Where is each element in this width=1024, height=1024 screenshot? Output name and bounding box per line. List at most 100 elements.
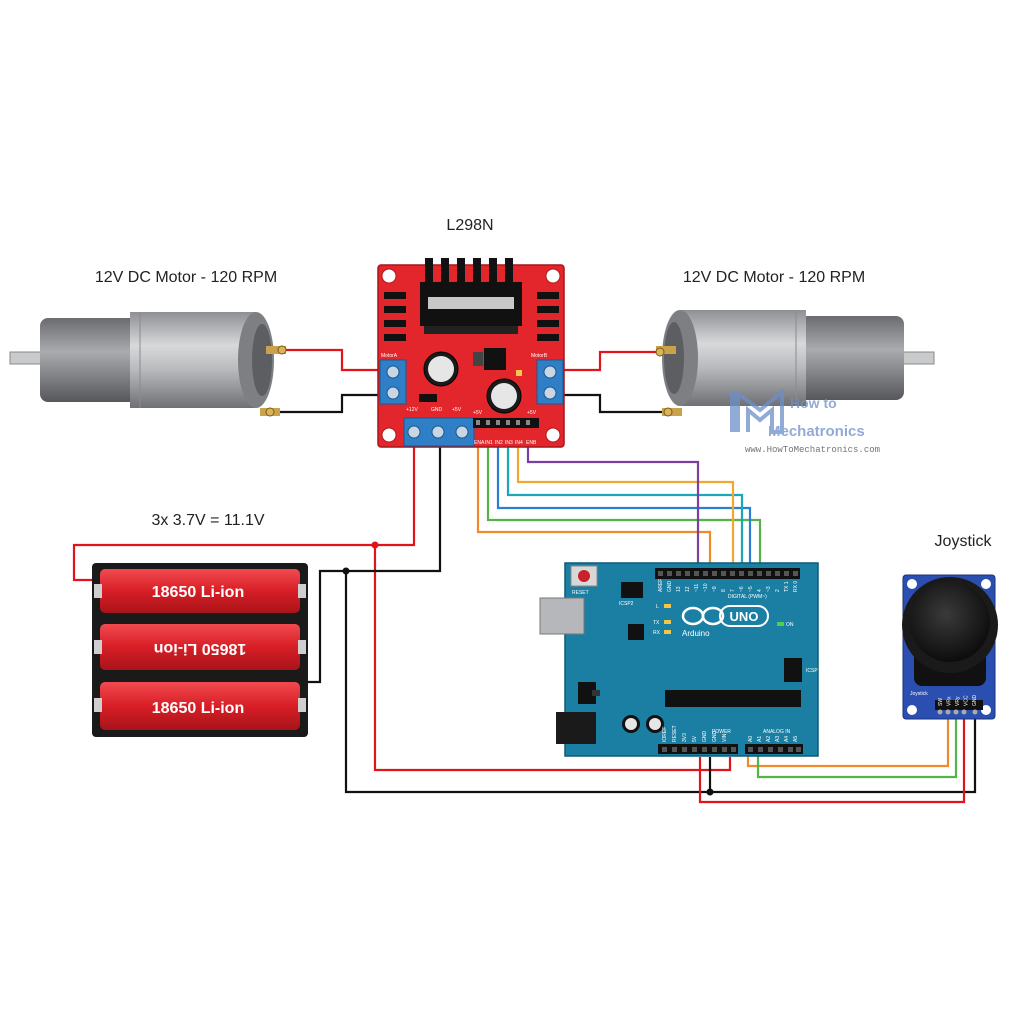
on-label: ON [786, 622, 794, 628]
pin-label: 7 [730, 589, 736, 592]
wire-battery-positive [72, 440, 416, 582]
wire-vry [756, 718, 958, 779]
wire-battery-negative [300, 440, 442, 684]
pin-label: 12 [685, 586, 691, 592]
wire-enb [526, 446, 700, 578]
motor-b-label: MotorB [531, 353, 548, 359]
pin-label: VRy [955, 696, 961, 706]
watermark-line2: Mechatronics [768, 423, 865, 440]
pin-label: A2 [766, 736, 772, 742]
wire-in2 [496, 446, 752, 578]
wire-in1 [486, 446, 762, 578]
motor-left [9, 312, 287, 417]
wire-motor-a-black [270, 393, 390, 414]
wire-motor-b-red [553, 350, 660, 372]
pin-label: ~3 [766, 586, 772, 592]
watermark: How to Mechatronics www.HowToMechatronic… [730, 387, 880, 455]
pin-label: IN2 [495, 440, 503, 446]
arduino-power-pin-labels: IOREF RESET 3V3 5V GND GND VIN [662, 725, 728, 742]
watermark-line1: How to [790, 395, 837, 411]
wire-ena [476, 446, 712, 578]
pin-label: GND [972, 695, 978, 707]
led-tx-label: TX [653, 620, 660, 626]
pin-label: 5V [692, 735, 698, 742]
wires [72, 348, 977, 804]
model-label: UNO [730, 609, 759, 624]
arduino-logo: UNO Arduino [681, 605, 769, 638]
pin-label: VRx [947, 696, 953, 706]
battery-cell-label: 18650 Li-ion [152, 584, 244, 601]
power-5v-label: +5V [452, 407, 462, 413]
led-l-label: L [656, 604, 659, 610]
pin-label: A3 [775, 736, 781, 742]
icsp-label: ICSP [806, 668, 818, 674]
pin-label: RX 0 [793, 581, 799, 592]
plus5v-right-label: +5V [527, 410, 537, 416]
battery-note: 3x 3.7V = 11.1V [151, 512, 264, 529]
pin-label: VIN [722, 733, 728, 742]
motor-left-title: 12V DC Motor - 120 RPM [95, 269, 277, 286]
pin-label: GND [702, 731, 708, 743]
pin-label: SW [938, 698, 944, 706]
wire-in3 [506, 446, 744, 578]
l298n-driver: MotorA MotorB +12V GND +5V +5V +5V ENA I… [377, 258, 565, 448]
pin-label: IN1 [485, 440, 493, 446]
pin-label: IOREF [662, 727, 668, 742]
pin-label: RESET [672, 725, 678, 742]
pin-label: A4 [784, 736, 790, 742]
power-label: POWER [712, 729, 731, 735]
wire-motor-a-red [282, 348, 390, 372]
joystick-title: Joystick [935, 533, 993, 550]
pin-label: ENA [474, 440, 485, 446]
pin-label: A1 [757, 736, 763, 742]
pin-label: ~6 [739, 586, 745, 592]
pin-label: A0 [748, 736, 754, 742]
battery-pack: 18650 Li-ion 18650 Li-ion 18650 Li-ion [92, 563, 308, 737]
analog-label: ANALOG IN [763, 729, 791, 735]
power-12v-label: +12V [406, 407, 418, 413]
wire-in4 [516, 446, 735, 578]
pin-label: ~5 [748, 586, 754, 592]
wire-5v [698, 718, 966, 804]
pin-label: ~9 [712, 586, 718, 592]
icsp2-label: ICSP2 [619, 601, 634, 607]
motor-right [655, 310, 935, 417]
pin-label: 4 [757, 589, 763, 592]
pin-label: ENB [526, 440, 537, 446]
pin-label: IN4 [515, 440, 523, 446]
wire-junctions [342, 541, 714, 796]
pin-label: 8 [721, 589, 727, 592]
pin-label: 2 [775, 589, 781, 592]
wire-motor-b-black [553, 393, 668, 414]
pin-label: IN3 [505, 440, 513, 446]
wire-ground-bus [344, 571, 977, 794]
pin-label: AREF [658, 579, 664, 592]
pin-label: 3V3 [682, 733, 688, 742]
pin-label: 13 [676, 586, 682, 592]
driver-pin-labels: ENA IN1 IN2 IN3 IN4 ENB [474, 440, 537, 446]
motor-a-label: MotorA [381, 353, 398, 359]
pin-label: VCC [964, 695, 970, 706]
battery-cell-label: 18650 Li-ion [152, 700, 244, 717]
pin-label: ~11 [694, 584, 700, 592]
pin-label: ~10 [703, 583, 709, 592]
watermark-url: www.HowToMechatronics.com [745, 445, 880, 455]
joystick-module: Joystick [902, 574, 998, 720]
wire-vin [373, 545, 732, 772]
plus5v-left-label: +5V [473, 410, 483, 416]
pin-label: GND [667, 581, 673, 593]
arduino-uno: RESET ICSP2 DIGITAL (PWM~) L TX RX ON [539, 562, 819, 757]
battery-cell-label: 18650 Li-ion [154, 640, 246, 657]
pin-label: TX 1 [784, 581, 790, 592]
pin-label: A5 [793, 736, 799, 742]
joystick-board-label: Joystick [910, 691, 928, 697]
pin-label: GND [712, 731, 718, 743]
driver-title: L298N [446, 217, 493, 234]
led-rx-label: RX [653, 630, 661, 636]
power-gnd-label: GND [431, 407, 443, 413]
motor-right-title: 12V DC Motor - 120 RPM [683, 269, 865, 286]
